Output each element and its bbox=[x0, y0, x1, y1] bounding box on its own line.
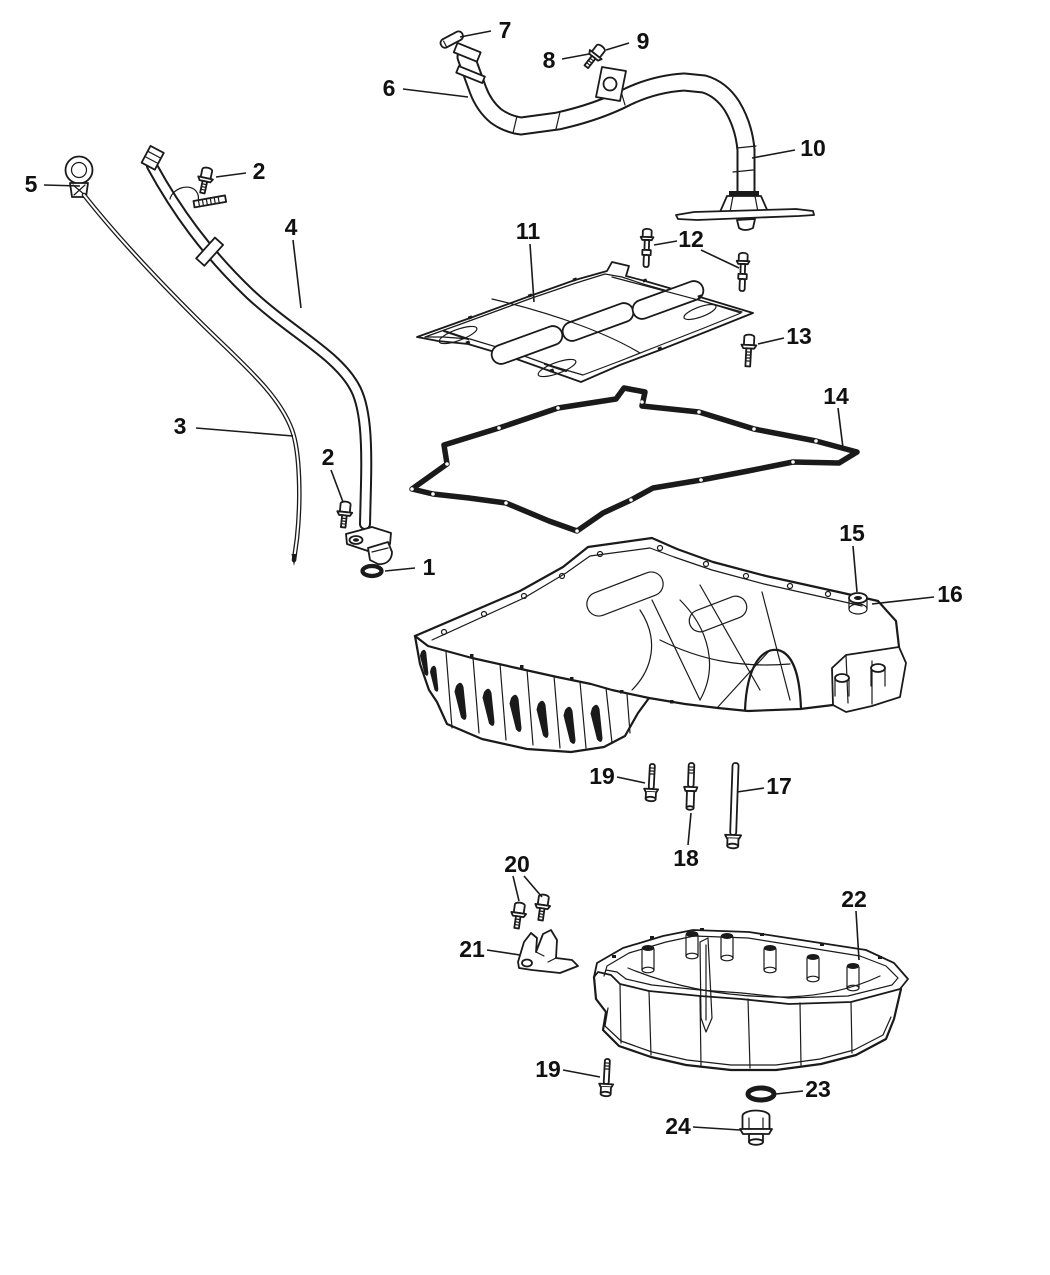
part-pan-bolt-short bbox=[642, 762, 661, 803]
callout-pan-stud: 18 bbox=[673, 845, 699, 871]
part-windage-tray-stud-a bbox=[638, 227, 655, 269]
callout-upper-oil-pan-boss: 16 bbox=[937, 581, 963, 607]
leader-line-windage-tray-stud bbox=[653, 240, 678, 246]
leader-line-drain-plug bbox=[692, 1126, 741, 1131]
leader-line-bracket-bolt bbox=[523, 875, 543, 898]
part-pan-bolt-long bbox=[723, 761, 745, 850]
leader-line-pickup-tube-bolt bbox=[605, 42, 630, 51]
part-tube-bolt-lower bbox=[334, 499, 355, 529]
leader-line-oil-pickup-tube-upper bbox=[402, 88, 469, 98]
part-dipstick bbox=[64, 155, 302, 566]
part-bracket-bolt-a bbox=[508, 900, 529, 931]
callout-pan-bolt-long: 17 bbox=[766, 773, 792, 799]
callout-windage-tray-stud: 12 bbox=[678, 226, 704, 252]
callout-pan-bolt-short: 19 bbox=[589, 763, 615, 789]
leader-line-tube-bolt-upper bbox=[215, 172, 247, 178]
callout-tube-bolt-upper: 2 bbox=[253, 158, 266, 184]
tube-clamp-screw bbox=[192, 194, 228, 209]
leader-line-upper-oil-pan bbox=[852, 545, 858, 593]
leader-line-drain-plug-gasket bbox=[775, 1090, 804, 1095]
callout-lower-oil-pan: 22 bbox=[841, 886, 867, 912]
part-windage-tray bbox=[416, 261, 754, 383]
part-lower-oil-pan bbox=[592, 928, 909, 1072]
callout-dipstick-handle: 5 bbox=[25, 171, 38, 197]
callout-pickup-tube-bolt: 9 bbox=[637, 28, 650, 54]
callout-windage-tray-bolt: 13 bbox=[786, 323, 812, 349]
part-windage-tray-stud-b bbox=[734, 251, 751, 293]
part-dipstick-tube-oring bbox=[360, 563, 384, 579]
leader-line-bracket-bolt bbox=[512, 875, 520, 902]
part-tube-bolt-upper bbox=[194, 165, 216, 196]
callout-upper-oil-pan: 15 bbox=[839, 520, 865, 546]
part-bracket-bolt-b bbox=[532, 892, 553, 923]
callout-tube-bolt-lower: 2 bbox=[322, 444, 335, 470]
part-oil-pickup-tube bbox=[452, 42, 815, 231]
part-drain-plug-gasket bbox=[745, 1085, 777, 1103]
leader-line-lower-oil-pan bbox=[855, 910, 860, 961]
leader-line-pan-bolt-long bbox=[736, 787, 765, 793]
leader-line-pan-bolt-short bbox=[616, 776, 646, 784]
callout-oil-pickup-tube-lower: 10 bbox=[800, 135, 826, 161]
leader-line-oil-pan-gasket bbox=[837, 407, 844, 449]
leader-line-upper-oil-pan-boss bbox=[871, 596, 935, 605]
leader-line-dipstick-tube-oring bbox=[384, 567, 416, 572]
leader-line-dipstick-indicator bbox=[195, 427, 294, 437]
leader-line-windage-tray bbox=[529, 243, 535, 303]
part-drain-plug bbox=[739, 1109, 773, 1146]
callout-pickup-tube-seal: 7 bbox=[499, 17, 512, 43]
leader-line-oil-pickup-tube-lower bbox=[751, 149, 796, 159]
part-lower-pan-bolt bbox=[597, 1057, 616, 1098]
leader-line-pickup-tube-seal bbox=[459, 30, 492, 38]
part-oil-pan-gasket bbox=[409, 385, 860, 534]
part-windage-tray-bolt bbox=[739, 333, 758, 368]
leader-line-windage-tray-bolt bbox=[757, 337, 785, 345]
part-pickup-tube-seal bbox=[439, 30, 464, 49]
part-upper-oil-pan bbox=[413, 536, 907, 754]
callout-pickup-tube-bolt: 8 bbox=[543, 47, 556, 73]
leader-line-dipstick-handle bbox=[43, 184, 81, 187]
callout-dipstick-tube-oring: 1 bbox=[423, 554, 436, 580]
leader-line-pan-stud bbox=[687, 812, 692, 846]
callout-drain-plug: 24 bbox=[665, 1113, 691, 1139]
leader-line-pickup-tube-bolt bbox=[561, 53, 590, 60]
leader-line-lower-pan-bolt bbox=[562, 1069, 601, 1078]
part-dipstick-tube bbox=[140, 144, 393, 565]
callout-support-bracket: 21 bbox=[459, 936, 485, 962]
callout-oil-pan-gasket: 14 bbox=[823, 383, 849, 409]
part-support-bracket bbox=[517, 929, 579, 974]
leader-line-windage-tray-stud bbox=[700, 249, 740, 269]
part-pan-stud bbox=[682, 761, 700, 811]
callout-dipstick-indicator: 3 bbox=[174, 413, 187, 439]
leader-line-support-bracket bbox=[486, 949, 521, 956]
leader-line-tube-bolt-lower bbox=[330, 469, 344, 503]
callout-bracket-bolt: 20 bbox=[504, 851, 530, 877]
callout-oil-pickup-tube-upper: 6 bbox=[383, 75, 396, 101]
leader-line-dipstick-tube bbox=[292, 239, 302, 309]
callout-drain-plug-gasket: 23 bbox=[805, 1076, 831, 1102]
callout-dipstick-tube: 4 bbox=[285, 214, 298, 240]
callout-lower-pan-bolt: 19 bbox=[535, 1056, 561, 1082]
callout-windage-tray: 11 bbox=[516, 218, 541, 244]
